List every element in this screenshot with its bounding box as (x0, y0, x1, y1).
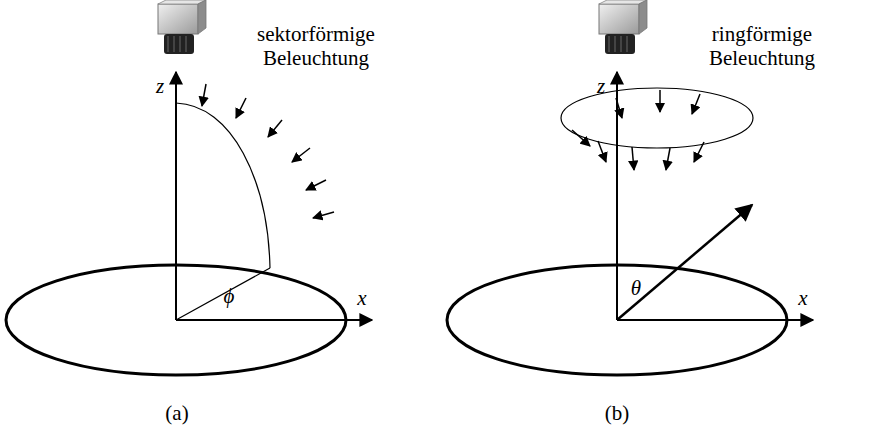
axis-label: z (156, 74, 164, 98)
panel-label: (b) (605, 401, 630, 425)
axis-label: x (357, 286, 366, 310)
axis-label: z (597, 74, 605, 98)
camera-b (599, 0, 647, 54)
axis-label: x (798, 286, 807, 310)
illumination-ring (561, 88, 753, 148)
angle-label: θ (631, 276, 641, 300)
camera-a (158, 0, 206, 54)
angle-label: ϕ (224, 284, 235, 308)
panel-label: (a) (165, 401, 188, 425)
illumination-label: sektorförmige Beleuchtung (241, 22, 391, 70)
illumination-label: ringförmige Beleuchtung (687, 22, 837, 70)
